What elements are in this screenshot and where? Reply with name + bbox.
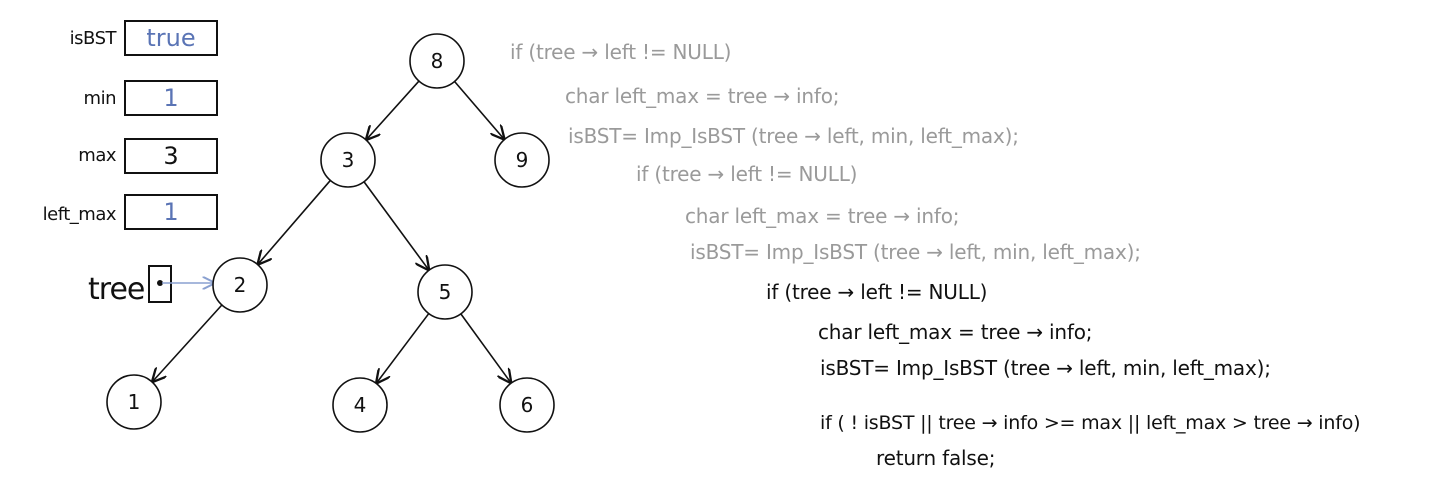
tree-edge-n8-n9 bbox=[453, 80, 504, 138]
max-box: 3 bbox=[124, 138, 218, 174]
tree-node-4: 4 bbox=[332, 377, 388, 433]
code-l3-return: return false; bbox=[876, 446, 996, 470]
max-label: max bbox=[78, 145, 116, 166]
min-box: 1 bbox=[124, 80, 218, 116]
code-l2-char: char left_max = tree → info; bbox=[685, 204, 960, 228]
tree-pointer-dot bbox=[157, 280, 163, 286]
code-l2-if: if (tree → left != NULL) bbox=[636, 162, 858, 186]
tree-node-value: 9 bbox=[516, 148, 529, 172]
tree-node-circle bbox=[106, 374, 162, 430]
tree-node-circle bbox=[212, 257, 268, 313]
code-l3-check: if ( ! isBST || tree → info >= max || le… bbox=[820, 412, 1361, 434]
tree-edge-n5-n6 bbox=[460, 313, 511, 382]
tree-node-value: 4 bbox=[354, 393, 367, 417]
tree-node-9: 9 bbox=[494, 132, 550, 188]
tree-node-circle bbox=[332, 377, 388, 433]
tree-node-circle bbox=[417, 264, 473, 320]
tree-pointer-box bbox=[148, 265, 172, 303]
tree-node-5: 5 bbox=[417, 264, 473, 320]
tree-node-3: 3 bbox=[320, 132, 376, 188]
left-max-box: 1 bbox=[124, 194, 218, 230]
tree-node-value: 5 bbox=[439, 280, 452, 304]
isbst-box: true bbox=[124, 20, 218, 56]
code-l1-isbst: isBST= Imp_IsBST (tree → left, min, left… bbox=[568, 124, 1019, 148]
tree-edge-n2-n1 bbox=[153, 304, 223, 381]
tree-node-value: 3 bbox=[342, 148, 355, 172]
min-label: min bbox=[83, 88, 117, 109]
tree-node-value: 1 bbox=[128, 390, 141, 414]
tree-edge-n5-n4 bbox=[377, 313, 430, 383]
tree-pointer-label: tree bbox=[88, 272, 145, 307]
isbst-value: true bbox=[146, 24, 196, 52]
tree-node-8: 8 bbox=[409, 33, 465, 89]
tree-node-1: 1 bbox=[106, 374, 162, 430]
tree-node-value: 2 bbox=[234, 273, 247, 297]
code-l3-isbst: isBST= Imp_IsBST (tree → left, min, left… bbox=[820, 356, 1271, 380]
tree-node-value: 8 bbox=[431, 49, 444, 73]
code-l3-if: if (tree → left != NULL) bbox=[766, 280, 988, 304]
left-max-value: 1 bbox=[163, 198, 179, 226]
max-value: 3 bbox=[163, 142, 179, 170]
left-max-label: left_max bbox=[42, 204, 117, 225]
tree-node-circle bbox=[409, 33, 465, 89]
tree-node-circle bbox=[320, 132, 376, 188]
isbst-label: isBST bbox=[69, 28, 117, 49]
code-l3-char: char left_max = tree → info; bbox=[818, 320, 1093, 344]
min-value: 1 bbox=[163, 84, 179, 112]
tree-node-value: 6 bbox=[521, 393, 534, 417]
tree-node-6: 6 bbox=[499, 377, 555, 433]
tree-edge-n3-n5 bbox=[363, 181, 428, 270]
tree-node-circle bbox=[499, 377, 555, 433]
tree-node-circle bbox=[494, 132, 550, 188]
tree-edge-n8-n3 bbox=[367, 80, 420, 139]
code-l1-char: char left_max = tree → info; bbox=[565, 84, 840, 108]
code-l1-if: if (tree → left != NULL) bbox=[510, 40, 732, 64]
code-l2-isbst: isBST= Imp_IsBST (tree → left, min, left… bbox=[690, 240, 1141, 264]
tree-node-2: 2 bbox=[212, 257, 268, 313]
tree-edge-n3-n2 bbox=[258, 179, 331, 263]
